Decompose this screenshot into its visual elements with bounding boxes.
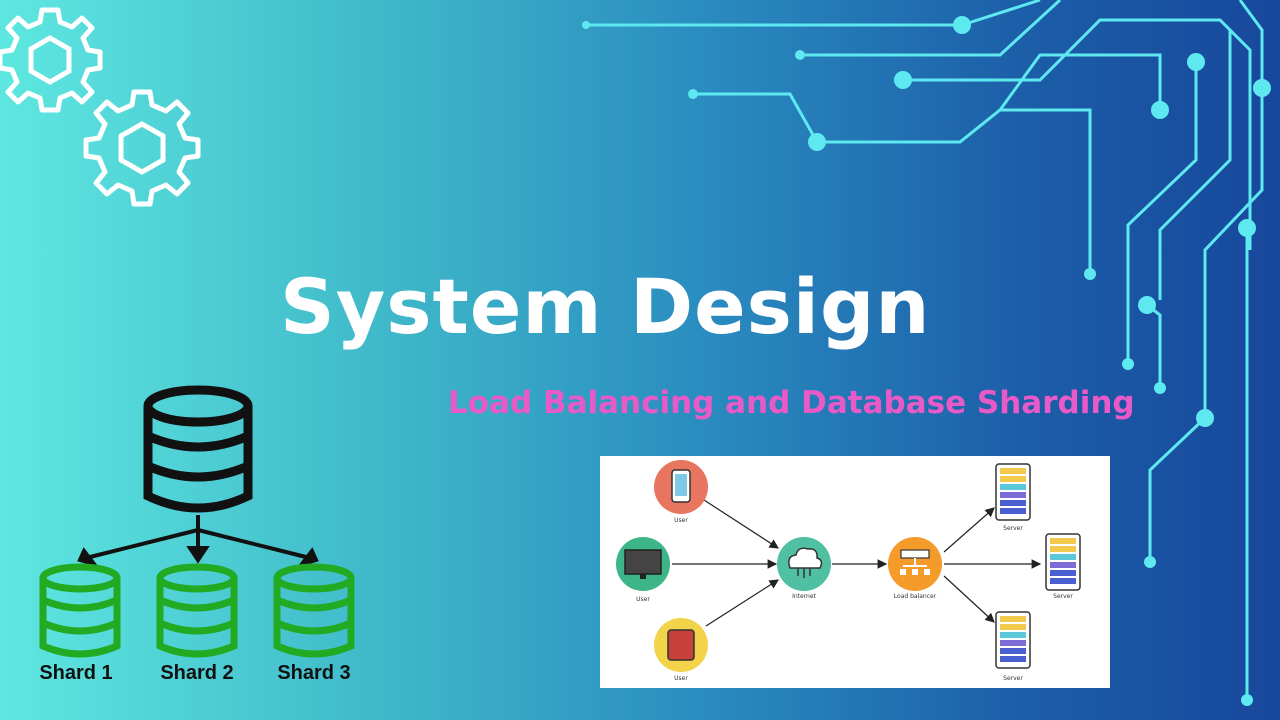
load-balancer-diagram: User User User Internet (600, 456, 1110, 688)
shard-3-icon (273, 563, 355, 658)
main-title: System Design (280, 262, 931, 351)
user-label: User (636, 596, 650, 603)
database-icon (143, 385, 253, 513)
server-label: Server (1003, 675, 1023, 682)
tablet-user-icon (654, 618, 708, 672)
shard-2-icon (156, 563, 238, 658)
server-icon (995, 463, 1031, 521)
gear-icon (83, 89, 201, 207)
user-label: User (674, 517, 688, 524)
shard-arrows (77, 515, 319, 568)
shard-label: Shard 2 (160, 662, 234, 684)
gear-icon (0, 7, 103, 113)
phone-user-icon (654, 460, 708, 514)
internet-cloud-icon (777, 537, 831, 591)
server-label: Server (1053, 593, 1073, 600)
monitor-user-icon (616, 537, 670, 591)
server-icon (1045, 533, 1081, 591)
shard-1-icon (39, 563, 121, 658)
server-label: Server (1003, 525, 1023, 532)
flow-arrows (672, 499, 1042, 627)
server-icon (995, 611, 1031, 669)
internet-label: Internet (792, 593, 816, 600)
load-balancer-label: Load balancer (894, 593, 937, 600)
shard-label: Shard 3 (277, 662, 351, 684)
user-label: User (674, 675, 688, 682)
load-balancer-diagram-graphic: User User User Internet (616, 460, 1081, 682)
subtitle: Load Balancing and Database Sharding (448, 385, 1135, 421)
shard-label: Shard 1 (39, 662, 113, 684)
load-balancer-icon (888, 537, 942, 591)
